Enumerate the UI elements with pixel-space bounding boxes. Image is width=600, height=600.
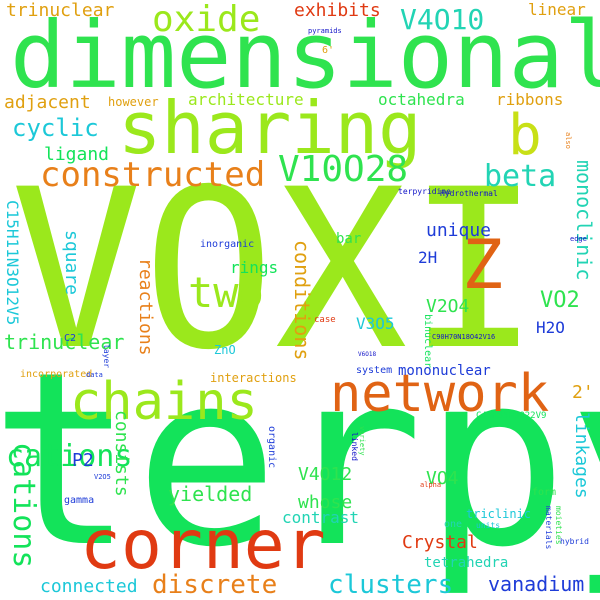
word-mononuclear: mononuclear xyxy=(398,363,491,379)
word-c15h11n3o12v5: C15H11N3O12V5 xyxy=(3,200,22,326)
word-form: form xyxy=(532,487,557,498)
word-tetrahedra: tetrahedra xyxy=(424,555,509,571)
word-consists: consists xyxy=(111,410,132,497)
word-h2o: H2O xyxy=(536,318,565,337)
word-connected: connected xyxy=(40,576,138,597)
word-crystal: Crystal xyxy=(402,532,478,553)
word-terpy: terpy xyxy=(0,320,600,600)
word-edge: edge xyxy=(570,235,587,243)
word-incorporated: incorporated xyxy=(20,369,93,380)
word-ribbons: ribbons xyxy=(496,90,564,109)
word-organic: organic xyxy=(266,426,277,469)
word-v2o5: V2O5 xyxy=(94,473,111,481)
word-trinuclear: trinuclear xyxy=(6,0,115,21)
word-layer: layer xyxy=(102,344,111,369)
word-c2: C2 xyxy=(64,333,77,344)
word-constructed: constructed xyxy=(40,155,266,195)
word-yielded: yielded xyxy=(168,482,253,506)
word-ligand: ligand xyxy=(44,144,110,165)
word-v2o4: V2O4 xyxy=(426,296,470,317)
word-hybrid: hybrid xyxy=(560,537,589,546)
word-p2: P2 xyxy=(72,450,94,471)
word-vanadium: vanadium xyxy=(488,572,585,596)
word-vo4: VO4 xyxy=(426,468,459,489)
word-vo2: VO2 xyxy=(540,288,580,313)
word-2prime: 2' xyxy=(572,382,594,403)
word-linkages: linkages xyxy=(571,412,592,499)
word-6prime: 6' xyxy=(322,45,335,56)
word-zno: ZnO xyxy=(214,343,236,357)
word-variety: variety xyxy=(358,426,366,456)
word-adjacent: adjacent xyxy=(4,92,91,113)
word-voxi: VOXI xyxy=(10,142,540,398)
word-whose: whose xyxy=(298,492,353,513)
word-linked: linked xyxy=(350,432,359,461)
word-cyclic: cyclic xyxy=(12,114,99,142)
word-alpha: alpha xyxy=(420,481,442,489)
word-oxide: oxide xyxy=(152,0,261,40)
word-system: system xyxy=(356,365,393,376)
word-b: b xyxy=(508,103,542,168)
word-two: two xyxy=(188,268,264,317)
word-linear: linear xyxy=(528,0,586,19)
word-network: network xyxy=(330,364,550,424)
word-pyramids: pyramids xyxy=(308,27,342,35)
word-materials: materials xyxy=(544,506,553,550)
word-v4o12: V4O12 xyxy=(298,464,353,485)
word-cations-vertical: cations xyxy=(6,442,41,569)
word-binuclear: binuclear xyxy=(422,314,433,369)
word-corner: corner xyxy=(80,506,326,585)
word-contrast: contrast xyxy=(282,508,360,527)
word-c90h70n18o42v16: C90H70N18O42V16 xyxy=(432,333,496,341)
word-beta: beta xyxy=(484,159,557,194)
word-c45h35n9o22v9: C45H35N9O22V9 xyxy=(476,411,547,421)
word-v4o10: V4O10 xyxy=(400,3,485,36)
word-data: data xyxy=(86,371,103,379)
word-octahedra: octahedra xyxy=(378,90,465,109)
word-v3o5: V3O5 xyxy=(356,314,395,333)
word-exhibits: exhibits xyxy=(294,0,381,21)
word-bar: bar xyxy=(336,231,362,247)
word-square: square xyxy=(61,230,82,296)
word-v6o18: V6O18 xyxy=(358,351,377,358)
word-dimensional: dimensional xyxy=(10,2,600,109)
word-chains: chains xyxy=(70,372,258,432)
word-interactions: interactions xyxy=(210,371,297,385)
word-moieties: moieties xyxy=(554,506,563,545)
word-units: units xyxy=(476,521,501,530)
word-conditions: conditions xyxy=(290,240,314,361)
word-however: however xyxy=(108,95,159,109)
word-hydrothermal: Hydrothermal xyxy=(440,189,498,198)
word-sharing: sharing xyxy=(118,86,422,170)
word-one: one xyxy=(444,519,463,530)
word-v10o28: V10O28 xyxy=(278,149,409,190)
word-case: case xyxy=(314,315,336,325)
word-triclinic: triclinic xyxy=(466,507,532,521)
word-architecture: architecture xyxy=(188,90,304,109)
word-gamma: gamma xyxy=(64,495,95,506)
word-2h: 2H xyxy=(418,248,438,267)
word-z: Z xyxy=(462,226,503,305)
word-terpyridine: terpyridine xyxy=(398,187,451,196)
word-cations: cations xyxy=(6,439,133,474)
word-reactions: reactions xyxy=(135,258,156,356)
word-clusters: clusters xyxy=(328,570,454,600)
word-discrete: discrete xyxy=(152,570,278,600)
word-unique: unique xyxy=(426,220,492,241)
word-monoclinic: monoclinic xyxy=(572,160,596,281)
word-rings: rings xyxy=(230,258,279,277)
word-also: also xyxy=(564,132,572,149)
word-trinuclear-2: trinuclear xyxy=(4,330,125,354)
word-inorganic: inorganic xyxy=(200,239,255,250)
